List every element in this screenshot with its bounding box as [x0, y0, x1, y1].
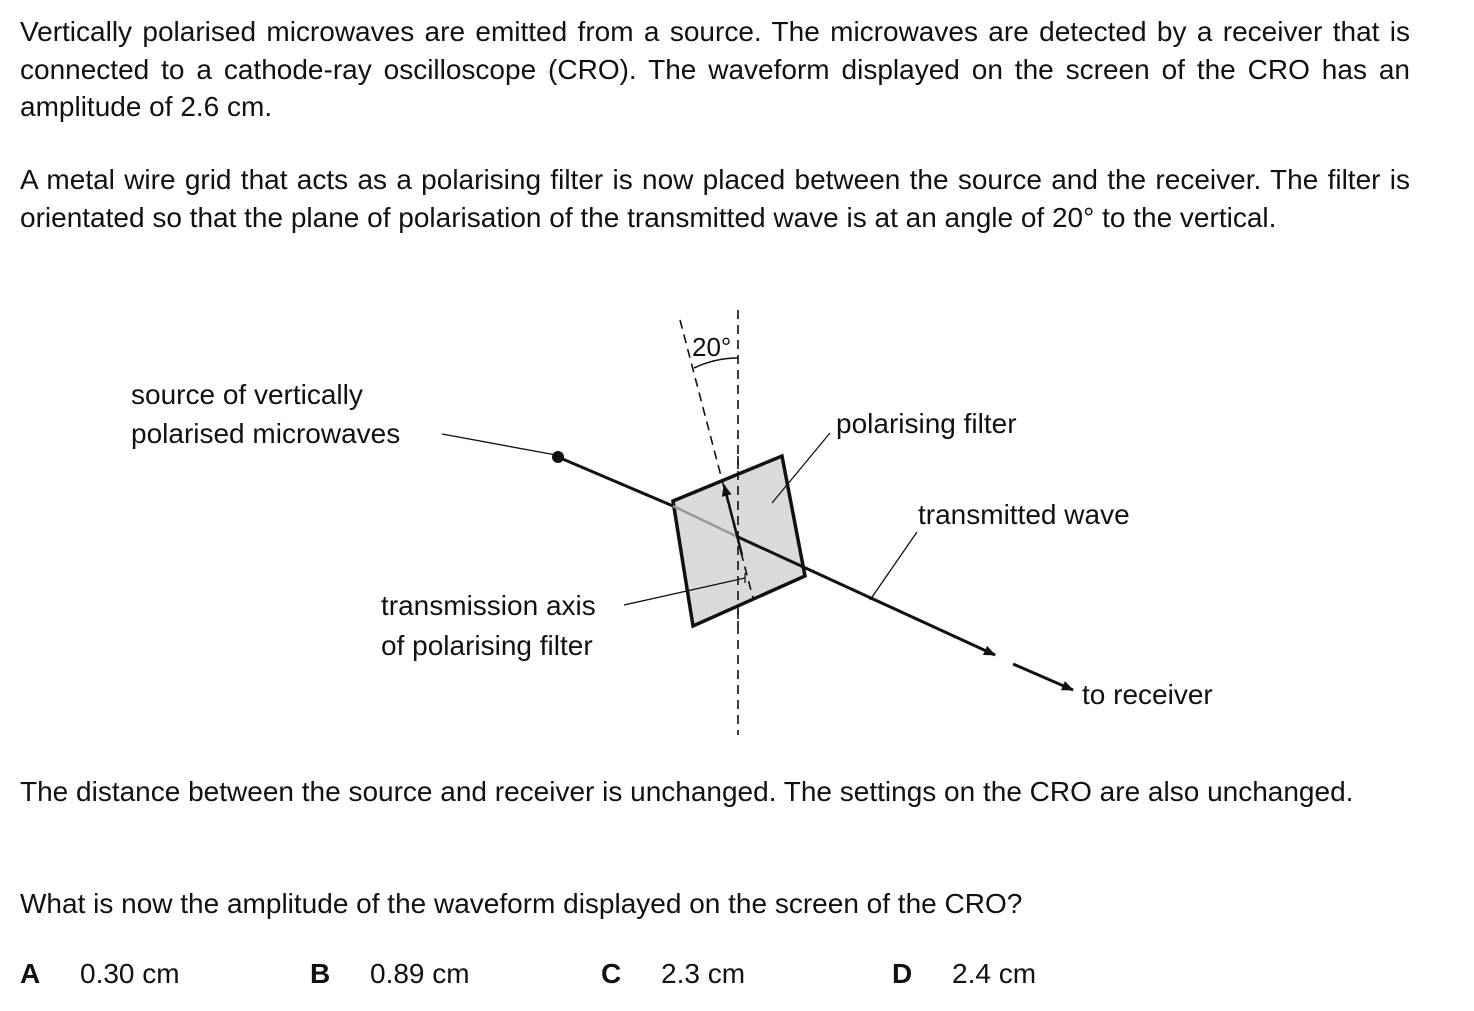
unchanged-paragraph: The distance between the source and rece… — [20, 776, 1354, 807]
question-prompt: What is now the amplitude of the wavefor… — [20, 888, 1023, 919]
option-d[interactable]: D 2.4 cm — [892, 955, 1036, 993]
filter-paragraph: A metal wire grid that acts as a polaris… — [20, 164, 1410, 233]
source-dot — [552, 451, 564, 463]
transmitted-beam — [737, 535, 996, 657]
receiver-label: to receiver — [1082, 679, 1213, 710]
option-letter: A — [20, 958, 41, 989]
angle-label: 20° — [692, 332, 732, 362]
filter-label: polarising filter — [836, 408, 1017, 439]
incident-beam — [557, 455, 674, 508]
transmission-axis-arrow — [721, 484, 744, 556]
option-letter: D — [892, 958, 913, 989]
option-letter: B — [310, 958, 331, 989]
option-value: 0.30 cm — [80, 958, 180, 989]
option-value: 0.89 cm — [370, 958, 470, 989]
transmission-axis-label-line2: of polarising filter — [381, 630, 593, 661]
option-c[interactable]: C 2.3 cm — [601, 955, 745, 993]
transmission-axis-line — [679, 319, 754, 599]
beam-to-receiver — [1012, 662, 1074, 692]
beam-through-filter — [672, 504, 739, 539]
transmission-axis-label-line1: transmission axis — [381, 590, 596, 621]
angle-arc — [693, 357, 739, 369]
option-value: 2.4 cm — [952, 958, 1037, 989]
option-value: 2.3 cm — [661, 958, 746, 989]
source-label-line2: polarised microwaves — [131, 418, 401, 449]
transmitted-wave-label: transmitted wave — [918, 499, 1130, 530]
option-a[interactable]: A 0.30 cm — [20, 955, 180, 993]
option-b[interactable]: B 0.89 cm — [310, 955, 470, 993]
intro-paragraph: Vertically polarised microwaves are emit… — [20, 16, 1410, 122]
source-label-line1: source of vertically — [131, 379, 363, 410]
option-letter: C — [601, 958, 622, 989]
